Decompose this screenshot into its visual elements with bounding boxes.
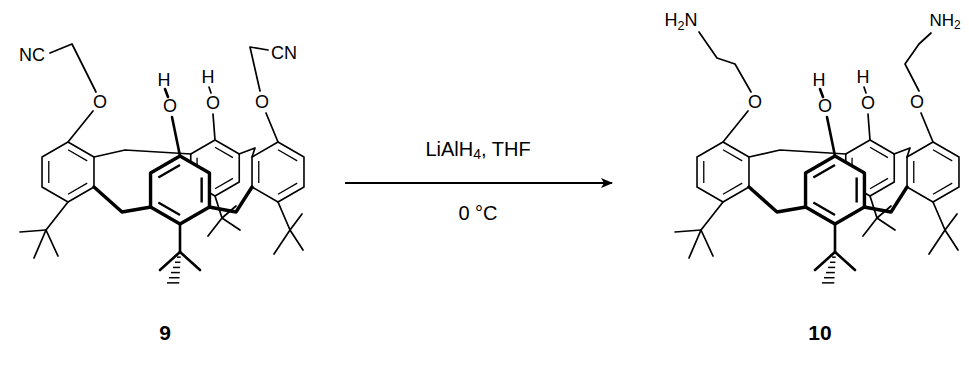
bond-line [172, 117, 180, 156]
atom-label: H [202, 68, 215, 86]
bond-line [209, 87, 211, 93]
hashed-wedge [826, 272, 835, 274]
bond-line [50, 44, 96, 92]
hashed-wedge [169, 277, 180, 279]
methylene-bridge [749, 187, 806, 212]
bond-line [689, 230, 701, 258]
bond-line [180, 252, 200, 270]
atom-label: O [93, 93, 107, 111]
bond-line [868, 114, 870, 140]
atom-label: O [910, 93, 924, 111]
bond-line [827, 117, 835, 156]
bond-line [815, 252, 835, 270]
benzene-ring [697, 142, 749, 202]
bond-line [835, 252, 855, 270]
bond-line [929, 230, 945, 254]
hashed-wedge [824, 277, 835, 279]
hashed-wedge [830, 262, 835, 264]
hashed-wedge [832, 256, 836, 258]
methylene-bridge [94, 187, 151, 212]
bond-line [921, 113, 933, 142]
condition-label: 0 °C [458, 203, 497, 223]
compound-number: 9 [159, 322, 171, 343]
bond-line [68, 111, 93, 142]
bond-line [820, 89, 823, 97]
bond-line [290, 214, 302, 230]
bond-line [701, 230, 713, 256]
hashed-wedge [167, 282, 179, 284]
compound-number: 10 [808, 322, 831, 343]
hashed-wedge [171, 272, 180, 274]
methylene-bridge [209, 187, 252, 212]
front-ring [151, 156, 210, 224]
atom-label: H [813, 71, 826, 89]
bond-line [179, 224, 182, 252]
bond-line [877, 218, 895, 230]
atom-label: O [748, 93, 762, 111]
benzene-ring [42, 142, 94, 202]
atom-label: O [818, 97, 832, 115]
bond-line [165, 89, 168, 97]
atom-label: CN [271, 44, 297, 62]
atom-label: O [163, 97, 177, 115]
hashed-wedge [177, 256, 181, 258]
double-bond [158, 165, 201, 215]
double-bond [704, 150, 742, 194]
bond-line [749, 150, 846, 157]
hashed-wedge [822, 282, 834, 284]
atom-label: H [857, 68, 870, 86]
bond-line [208, 218, 222, 236]
bond-line [723, 111, 748, 142]
bond-line [239, 148, 255, 157]
bond-line [290, 230, 303, 250]
bond-line [945, 214, 957, 230]
bond-line [274, 230, 290, 254]
double-bond [49, 150, 87, 194]
front-ring [806, 156, 865, 224]
bond-line [266, 113, 278, 142]
bond-line [94, 150, 191, 157]
double-bond [259, 150, 297, 194]
bond-line [675, 230, 701, 232]
reaction-arrow [345, 182, 612, 184]
double-bond [813, 165, 856, 215]
hashed-wedge [173, 267, 180, 269]
reagent-label: LiAlH4, THF [425, 139, 530, 162]
bond-line [864, 87, 866, 93]
hashed-wedge [175, 262, 180, 264]
bond-line [863, 218, 877, 236]
bond-line [933, 202, 945, 230]
methylene-bridge [864, 187, 907, 212]
bond-line [905, 33, 931, 91]
bond-line [701, 202, 723, 230]
atom-label: O [861, 94, 875, 112]
atom-label: NC [19, 46, 45, 64]
bond-line [834, 224, 837, 252]
calixarene-10 [675, 32, 959, 283]
benzene-ring [252, 142, 304, 202]
calixarene-9 [20, 44, 304, 283]
bond-line [46, 202, 68, 230]
bond-line [945, 230, 958, 250]
bond-line [278, 202, 290, 230]
atom-label: O [255, 93, 269, 111]
hashed-wedge [828, 267, 835, 269]
atom-label: H [158, 71, 171, 89]
atom-label: NH2 [929, 12, 960, 32]
bond-line [213, 114, 215, 140]
bond-line [250, 47, 268, 91]
bond-line [160, 252, 180, 270]
bond-line [699, 32, 751, 92]
double-bond [914, 150, 952, 194]
atom-label: O [206, 94, 220, 112]
bond-line [46, 230, 58, 256]
bond-line [20, 230, 46, 232]
atom-label: H2N [664, 11, 697, 32]
bond-line [894, 148, 910, 157]
benzene-ring [907, 142, 959, 202]
bond-line [34, 230, 46, 258]
bond-line [222, 218, 240, 230]
